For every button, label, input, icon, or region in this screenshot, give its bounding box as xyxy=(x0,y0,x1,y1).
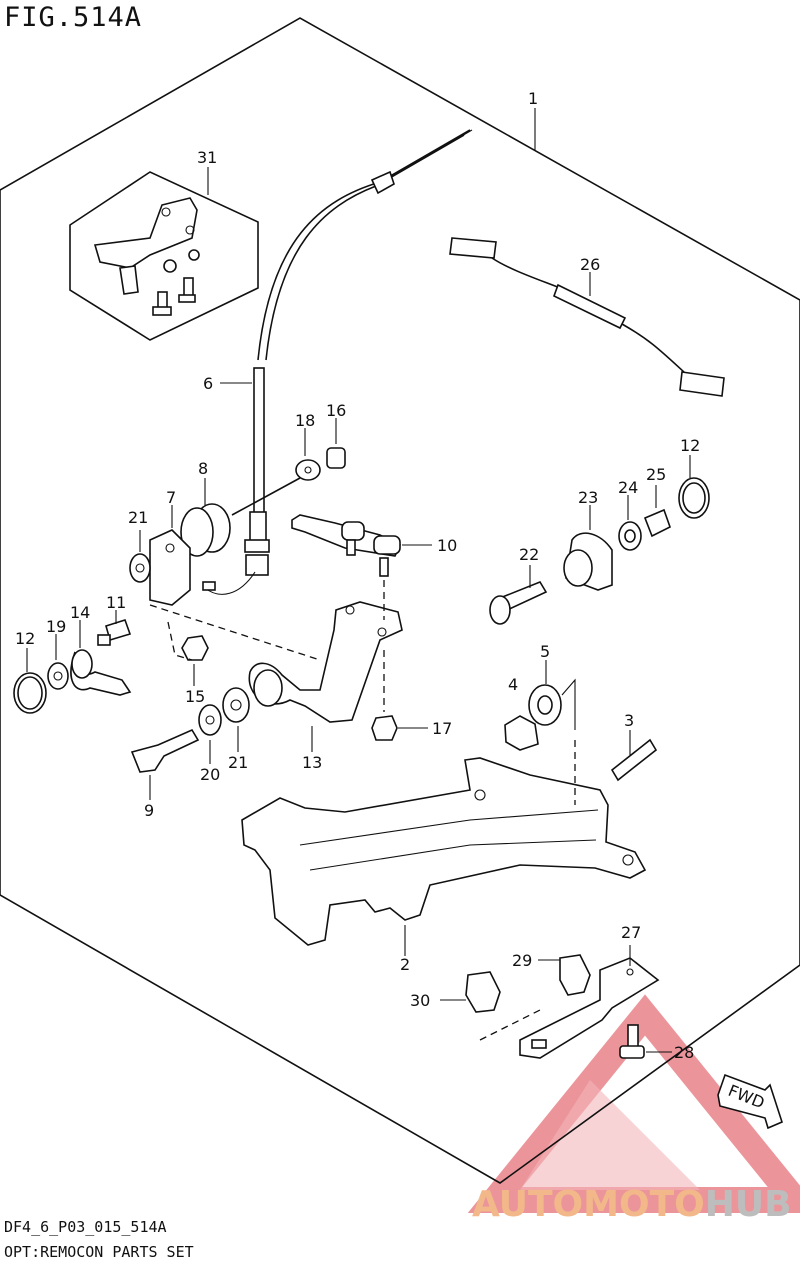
callout-3: 3 xyxy=(624,711,634,730)
figure-description: OPT:REMOCON PARTS SET xyxy=(4,1243,194,1261)
callout-31: 31 xyxy=(197,148,217,167)
callout-1: 1 xyxy=(528,89,538,108)
callout-15: 15 xyxy=(185,687,205,706)
figure-code: DF4_6_P03_015_514A xyxy=(4,1218,167,1236)
callout-6: 6 xyxy=(203,374,213,393)
callout-27: 27 xyxy=(621,923,641,942)
parts-31-box xyxy=(69,171,259,341)
callout-16: 16 xyxy=(326,401,346,420)
callout-11: 11 xyxy=(106,593,126,612)
callout-4: 4 xyxy=(508,675,518,694)
callout-24: 24 xyxy=(618,478,638,497)
watermark-logo-icon xyxy=(467,994,800,1213)
callout-28: 28 xyxy=(674,1043,694,1062)
callout-2: 2 xyxy=(400,955,410,974)
callout-19: 19 xyxy=(46,617,66,636)
callout-22: 22 xyxy=(519,545,539,564)
callout-18: 18 xyxy=(295,411,315,430)
callout-23: 23 xyxy=(578,488,598,507)
callout-5: 5 xyxy=(540,642,550,661)
fwd-arrow-icon xyxy=(717,1073,783,1130)
callout-20: 20 xyxy=(200,765,220,784)
callout-25: 25 xyxy=(646,465,666,484)
callout-10: 10 xyxy=(437,536,457,555)
parts-set-boundary xyxy=(0,17,800,1184)
callout-12-left: 12 xyxy=(15,629,35,648)
callout-8: 8 xyxy=(198,459,208,478)
callout-12-right: 12 xyxy=(680,436,700,455)
watermark-part1: AUTOMOTO xyxy=(472,1184,705,1225)
watermark-part2: HUB xyxy=(705,1184,792,1225)
callout-21-lower: 21 xyxy=(228,753,248,772)
callout-17: 17 xyxy=(432,719,452,738)
figure-title: FIG.514A xyxy=(4,2,143,33)
callout-26: 26 xyxy=(580,255,600,274)
callout-9: 9 xyxy=(144,801,154,820)
callout-21-upper: 21 xyxy=(128,508,148,527)
callout-29: 29 xyxy=(512,951,532,970)
callout-7: 7 xyxy=(166,488,176,507)
watermark-text: AUTOMOTOHUB xyxy=(472,1184,792,1225)
callout-14: 14 xyxy=(70,603,90,622)
callout-13: 13 xyxy=(302,753,322,772)
callout-30: 30 xyxy=(410,991,430,1010)
